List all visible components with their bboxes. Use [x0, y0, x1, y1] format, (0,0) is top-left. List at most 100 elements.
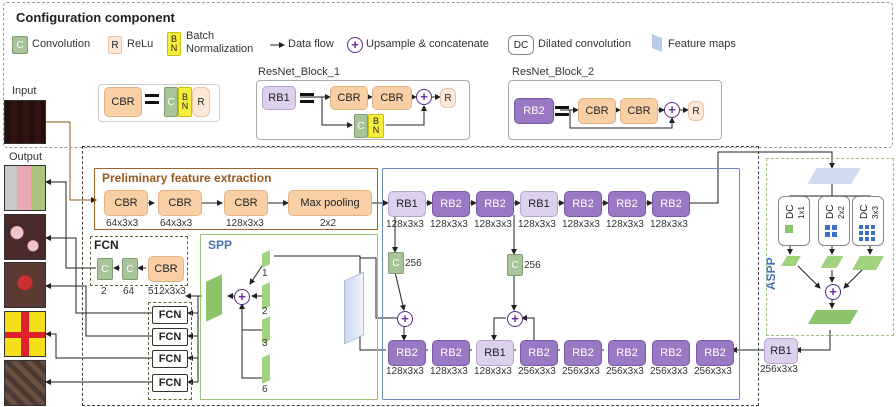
legend-conv-text: Convolution	[32, 38, 91, 50]
legend-flow-text: Data flow	[288, 38, 334, 50]
output-image-4	[4, 311, 46, 357]
block1-c: C	[354, 114, 368, 138]
pfe-dim-3: 128x3x3	[226, 218, 264, 229]
aspp-dc-label-3: DC	[859, 204, 870, 219]
output-image-1	[4, 165, 46, 211]
cbr-def-b: B	[181, 92, 188, 102]
output-image-5	[4, 360, 46, 406]
block1-bn: B N	[368, 114, 384, 138]
top-dim-2: 128x3x3	[430, 219, 468, 230]
spp-input-map	[344, 271, 364, 345]
aspp-kernel-cell	[825, 225, 830, 230]
top-block-5: RB2	[564, 191, 602, 217]
fcn-main-c2-dim: 64	[123, 286, 135, 297]
block1-r: R	[440, 88, 456, 108]
aspp-kernel-cell	[832, 232, 837, 237]
block2-r: R	[688, 101, 704, 121]
input-image	[4, 100, 46, 144]
top-block-6: RB2	[608, 191, 646, 217]
top-dim-5: 128x3x3	[562, 219, 600, 230]
bottom-block-2: RB2	[432, 340, 470, 366]
legend-bn-text2: Normalization	[186, 43, 254, 55]
top-block-3: RB2	[476, 191, 514, 217]
top-dim-6: 128x3x3	[606, 219, 644, 230]
aspp-title: ASPP	[764, 257, 778, 290]
bottom-dim-3: 128x3x3	[474, 366, 512, 377]
bottom-dim-4: 256x3x3	[518, 366, 556, 377]
legend-relu-key: R	[108, 36, 122, 54]
legend-upsample-text: Upsample & concatenate	[366, 38, 489, 50]
aspp-plus-icon: +	[825, 284, 841, 300]
legend-fmap-text: Feature maps	[668, 38, 736, 50]
fcn-main-c2: C	[122, 258, 138, 280]
aspp-output-map	[807, 310, 859, 324]
aspp-kernel-cell	[865, 225, 869, 229]
bottom-block-5: RB2	[564, 340, 602, 366]
block2-cbr2: CBR	[620, 98, 658, 124]
bottom-dim-1: 128x3x3	[386, 366, 424, 377]
bottom-block-4: RB2	[520, 340, 558, 366]
block1-b: B	[372, 116, 379, 126]
top-block-7: RB2	[652, 191, 690, 217]
aspp-kernel-cell	[832, 225, 837, 230]
block1-plus-icon: +	[416, 89, 432, 105]
network-frame	[82, 146, 759, 406]
fcn-main-c1: C	[97, 258, 113, 280]
block1-cbr2: CBR	[372, 86, 412, 110]
cbr-def-n: N	[181, 101, 189, 111]
spp-title: SPP	[208, 238, 233, 252]
aspp-input-map	[807, 168, 861, 184]
skip2-dim: 256	[524, 260, 541, 271]
fcn-main-c1-dim: 2	[101, 286, 107, 297]
bottom-dim-5: 256x3x3	[562, 366, 600, 377]
aspp-kernel-cell	[859, 237, 863, 241]
pfe-dim-2: 64x3x3	[160, 218, 193, 229]
aspp-kernel-cell	[865, 231, 869, 235]
configuration-panel	[3, 2, 893, 148]
spp-level6: 6	[262, 384, 268, 395]
aspp-dc-size-1: 1x1	[797, 206, 806, 219]
block1-cbr1: CBR	[330, 86, 368, 110]
aspp-panel	[766, 158, 894, 336]
aspp-kernel-cell	[825, 232, 830, 237]
aspp-dc-label-1: DC	[785, 204, 796, 219]
spp-panel	[200, 234, 378, 400]
skip2-conv: C	[507, 254, 523, 276]
output-image-3	[4, 262, 46, 308]
fcn-1: FCN	[152, 306, 188, 324]
output-label: Output	[9, 151, 43, 163]
cbr-def-bn: B N	[178, 87, 192, 117]
skip1-conv: C	[388, 252, 404, 274]
pfe-block-3: CBR	[224, 190, 268, 216]
resnet-block1-panel	[256, 80, 470, 140]
encoder-decoder-panel	[382, 168, 740, 400]
bottom-block-3: RB1	[476, 340, 514, 366]
aspp-kernel-cell	[871, 225, 875, 229]
fcn-4: FCN	[152, 374, 188, 392]
block2-cbr1: CBR	[578, 98, 616, 124]
fcn-main-panel	[90, 236, 188, 286]
pfe-block-1: CBR	[104, 190, 148, 216]
aspp-dc-size-3: 3x3	[871, 206, 880, 219]
fcn-main-cbr: CBR	[148, 256, 184, 282]
skip1-dim: 256	[405, 258, 422, 269]
top-dim-4: 128x3x3	[518, 219, 556, 230]
rb1-right: RB1	[764, 338, 798, 364]
input-label: Input	[12, 85, 37, 97]
cbr-def-cbr: CBR	[104, 87, 142, 117]
pfe-block-2: CBR	[158, 190, 202, 216]
pfe-dim-4: 2x2	[320, 218, 337, 229]
bottom-block-7: RB2	[652, 340, 690, 366]
legend-bn-b: B	[170, 34, 177, 44]
legend-relu-text: ReLu	[127, 38, 154, 50]
spp-level6-map	[262, 354, 270, 384]
bottom-dim-7: 256x3x3	[650, 366, 688, 377]
cbr-def-r: R	[192, 87, 210, 117]
spp-output-map	[206, 274, 222, 322]
fcn-main-cbr-dim: 512x3x3	[148, 286, 186, 297]
bottom-dim-6: 256x3x3	[606, 366, 644, 377]
pfe-block-4: Max pooling	[288, 190, 372, 216]
